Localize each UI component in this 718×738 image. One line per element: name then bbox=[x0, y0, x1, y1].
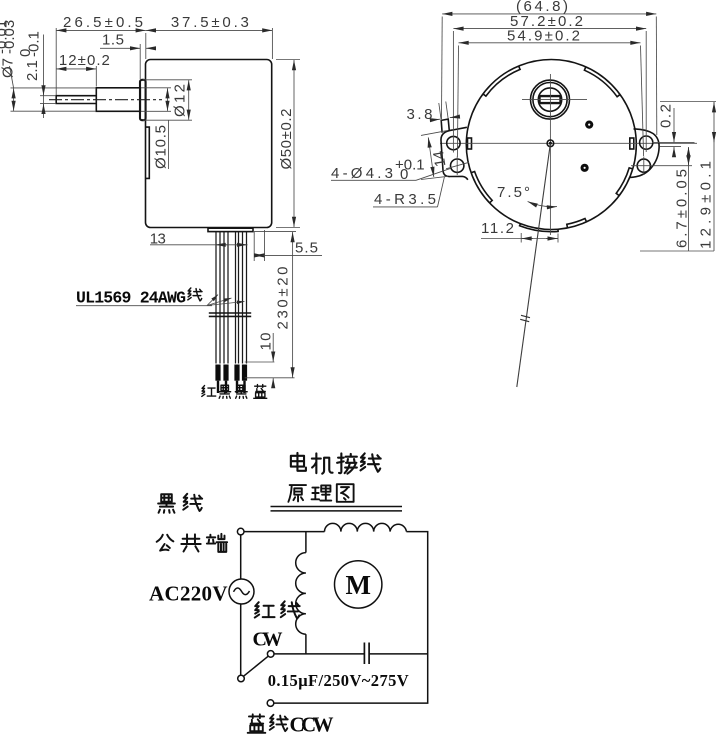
svg-text:M: M bbox=[345, 570, 370, 600]
svg-text:-0.1: -0.1 bbox=[26, 31, 43, 57]
svg-text:4-Ø4.3: 4-Ø4.3 bbox=[331, 165, 393, 182]
svg-text:0: 0 bbox=[17, 49, 34, 57]
svg-text:0.2: 0.2 bbox=[658, 104, 675, 128]
svg-text:-0.03: -0.03 bbox=[1, 20, 18, 54]
svg-text:-0.01: -0.01 bbox=[0, 20, 11, 54]
svg-text:Ø50±0.2: Ø50±0.2 bbox=[278, 109, 295, 170]
svg-text:10: 10 bbox=[258, 333, 275, 351]
svg-text:11.2: 11.2 bbox=[481, 220, 514, 237]
svg-text:Ø12: Ø12 bbox=[172, 84, 189, 117]
svg-text:2.1: 2.1 bbox=[24, 60, 41, 81]
svg-text:0: 0 bbox=[400, 166, 408, 183]
svg-text:13: 13 bbox=[150, 231, 166, 248]
svg-text:CW: CW bbox=[253, 629, 283, 651]
svg-text:AC220V: AC220V bbox=[149, 582, 228, 606]
svg-text:3.8: 3.8 bbox=[407, 106, 433, 123]
svg-text:5.5: 5.5 bbox=[295, 240, 318, 257]
svg-text:14: 14 bbox=[430, 150, 449, 168]
svg-text:UL1569 24AWG: UL1569 24AWG bbox=[76, 289, 186, 308]
svg-text:1.5: 1.5 bbox=[102, 32, 124, 49]
svg-text:(64.8): (64.8) bbox=[516, 0, 568, 15]
svg-text:Ø7: Ø7 bbox=[0, 58, 17, 78]
svg-text:+0.1: +0.1 bbox=[395, 157, 425, 174]
svg-text:Ø10.5: Ø10.5 bbox=[152, 125, 169, 169]
svg-text:7.5°: 7.5° bbox=[497, 184, 530, 201]
svg-text:12±0.2: 12±0.2 bbox=[59, 52, 110, 69]
svg-text:CCW: CCW bbox=[290, 713, 334, 737]
svg-text:0.15μF/250V~275V: 0.15μF/250V~275V bbox=[268, 671, 409, 690]
